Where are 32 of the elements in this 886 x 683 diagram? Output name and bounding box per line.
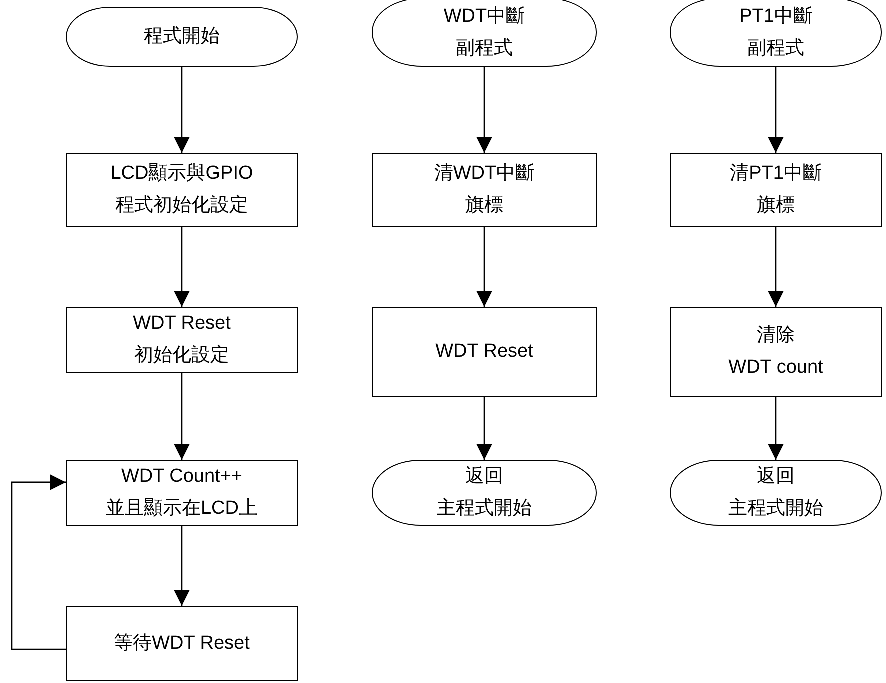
step-text: 返回主程式開始 — [437, 465, 532, 521]
arrow — [476, 397, 492, 460]
step-text: 清PT1中斷旗標 — [730, 162, 822, 218]
step-text: 返回主程式開始 — [728, 465, 824, 521]
step-text: WDT Reset 初始化設定 — [133, 312, 231, 368]
arrow — [768, 67, 784, 153]
step-text: 等待WDT Reset — [114, 632, 250, 656]
arrow — [768, 227, 784, 307]
step-text: PT1中斷副程式 — [740, 4, 812, 60]
arrow — [768, 397, 784, 460]
step-text: WDT Reset — [436, 340, 534, 364]
arrow — [174, 526, 190, 606]
step-text: WDT中斷副程式 — [444, 4, 526, 60]
process-box — [670, 153, 882, 227]
arrow — [174, 227, 190, 307]
arrow — [476, 227, 492, 307]
arrow — [174, 67, 190, 153]
step-text: 程式開始 — [144, 25, 220, 49]
process-box — [66, 606, 298, 681]
arrow — [476, 67, 492, 153]
step-text: 清WDT中斷旗標 — [434, 162, 535, 218]
process-box — [372, 307, 597, 397]
step-text: LCD顯示與GPIO 程式初始化設定 — [110, 162, 254, 218]
process-box — [66, 460, 298, 526]
process-box — [670, 307, 882, 397]
step-text: WDT Count++ 並且顯示在LCD上 — [106, 465, 258, 521]
process-box — [66, 307, 298, 373]
process-box — [66, 153, 298, 227]
arrow — [174, 373, 190, 460]
step-text: 清除 WDT count — [728, 324, 824, 380]
arrow — [11, 474, 66, 650]
process-box — [372, 153, 597, 227]
